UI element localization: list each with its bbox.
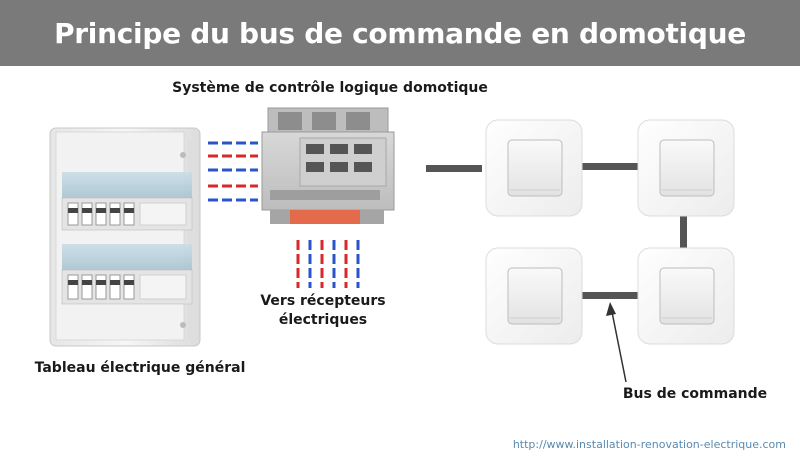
breaker-row-2 xyxy=(67,274,187,300)
title-bar: Principe du bus de commande en domotique xyxy=(0,0,800,66)
receivers-label: Vers récepteurs électriques xyxy=(248,292,398,330)
receivers-label-line-2: électriques xyxy=(278,312,368,328)
controller-label: Système de contrôle logique domotique xyxy=(172,80,488,96)
page-title: Principe du bus de commande en domotique xyxy=(54,16,746,50)
logic-controller-module xyxy=(261,107,395,224)
receivers-label-line-1: Vers récepteurs xyxy=(260,293,386,309)
bus-callout-arrow xyxy=(606,302,627,383)
breaker-row-1 xyxy=(67,202,187,226)
wall-switch xyxy=(485,119,583,217)
receiver-wires xyxy=(296,240,360,288)
wall-switch xyxy=(637,247,735,345)
source-url[interactable]: http://www.installation-renovation-elect… xyxy=(512,438,786,451)
wall-switch xyxy=(637,119,735,217)
bus-lines xyxy=(426,163,687,299)
bus-label: Bus de commande xyxy=(622,386,768,402)
supply-wires xyxy=(208,141,258,202)
panel-label: Tableau électrique général xyxy=(34,360,246,376)
electrical-panel xyxy=(49,127,201,347)
wall-switch xyxy=(485,247,583,345)
